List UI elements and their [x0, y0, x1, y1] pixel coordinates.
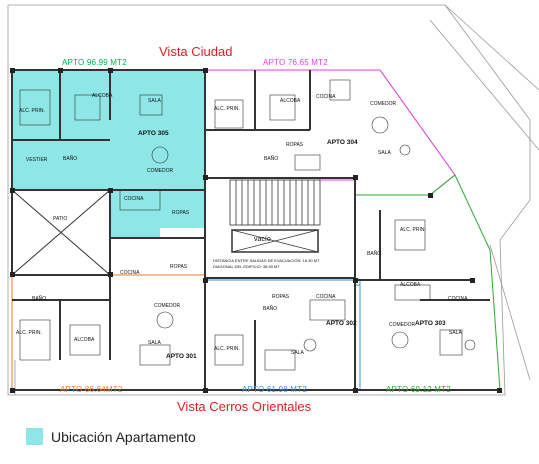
patio-void: [11, 189, 111, 276]
room-bano-303: BAÑO: [367, 251, 382, 257]
room-cocina-304: COCINA: [316, 94, 336, 100]
room-alcoba-301: ALCOBA: [74, 337, 95, 343]
apt-304-name: APTO 304: [327, 139, 358, 146]
apt-303-area: APTO 69.12 MT2: [386, 385, 451, 394]
apt-305-name: APTO 305: [138, 130, 169, 137]
view-title-bottom: Vista Cerros Orientales: [177, 399, 312, 414]
room-ropas-304: ROPAS: [286, 142, 304, 148]
room-bano-302: BAÑO: [263, 306, 278, 312]
room-cocina-303: COCINA: [448, 296, 468, 302]
room-comedor-303: COMEDOR: [389, 322, 416, 328]
note-evacuation: DISTANCIA ENTRE SALIDAS DE EVACUACIÓN: 1…: [213, 258, 320, 263]
room-cocina-305: COCINA: [124, 196, 144, 202]
room-sala-304: SALA: [378, 150, 391, 156]
room-ropas-302: ROPAS: [272, 294, 290, 300]
room-vestier-305: VESTIER: [26, 157, 48, 163]
room-alcoba-305: ALCOBA: [92, 93, 113, 99]
room-alcoba-303: ALCOBA: [400, 282, 421, 288]
room-patio: PATIO: [53, 216, 68, 222]
furniture: [19, 79, 476, 371]
apt-303-name: APTO 303: [415, 320, 446, 327]
legend-swatch: [26, 428, 43, 445]
room-bano-305: BAÑO: [63, 156, 78, 162]
columns: [10, 68, 502, 393]
apt-302-area: APTO 61.98 MT2: [242, 385, 307, 394]
room-sala-303: SALA: [449, 330, 462, 336]
apt-302-name: APTO 302: [326, 320, 357, 327]
room-bano-301: BAÑO: [32, 296, 47, 302]
apt-305-area: APTO 96.99 MT2: [62, 58, 127, 67]
room-sala-301: SALA: [148, 340, 161, 346]
legend: Ubicación Apartamento: [26, 428, 196, 445]
apt-301-name: APTO 301: [166, 353, 197, 360]
room-alc-prin-301: ALC. PRIN.: [16, 330, 42, 336]
apt-301-area: APTO 86.64MT2: [60, 385, 123, 394]
room-alc-prin-303: ALC. PRIN.: [400, 227, 426, 233]
room-sala-305: SALA: [148, 98, 161, 104]
note-diagonal: DIAGONAL DEL EDIFICIO: 38.90 MT: [213, 264, 280, 269]
room-alc-prin-302: ALC. PRIN.: [214, 346, 240, 352]
stair-core: [229, 179, 321, 253]
legend-label: Ubicación Apartamento: [51, 428, 196, 445]
room-vacio: vacío: [254, 236, 271, 243]
room-comedor-301: COMEDOR: [154, 303, 181, 309]
room-bano-304: BAÑO: [264, 156, 279, 162]
room-sala-302: SALA: [291, 350, 304, 356]
room-comedor-305: COMEDOR: [147, 168, 174, 174]
apt-304-area: APTO 76.65 MT2: [263, 58, 328, 67]
room-ropas-305: ROPAS: [172, 210, 190, 216]
view-title-top: Vista Ciudad: [159, 44, 233, 59]
room-ropas-301: ROPAS: [170, 264, 188, 270]
apt-303-outline: [354, 174, 501, 391]
room-alc-prin-304: ALC. PRIN.: [214, 106, 240, 112]
room-comedor-304: COMEDOR: [370, 101, 397, 107]
room-cocina-302: COCINA: [316, 294, 336, 300]
floor-plan: [7, 4, 539, 396]
room-cocina-301: COCINA: [120, 270, 140, 276]
room-alc-prin-305: ALC. PRIN.: [19, 108, 45, 114]
room-alcoba-304: ALCOBA: [280, 98, 301, 104]
